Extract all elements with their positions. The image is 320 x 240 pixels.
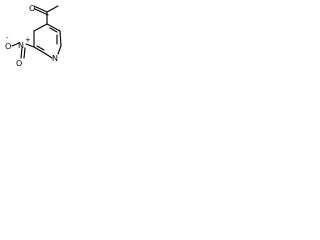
nitro-oxygen-bottom-label: O <box>16 59 22 68</box>
molecule-structure-diagram: O N + O - O N <box>5 4 62 68</box>
bond-ring-to-nitro <box>25 43 35 48</box>
ring-bond-c4-c5 <box>46 23 61 32</box>
ring-bond-c2-c3 <box>33 46 47 55</box>
carbonyl-double-bond-right <box>34 8 49 16</box>
methyl-bond <box>46 5 59 13</box>
aromatic-inner-bond-1 <box>49 27 58 33</box>
ring-bond-c5-c6 <box>59 30 62 47</box>
molecule-canvas: O N + O - O N <box>0 0 82 82</box>
ring-bond-n1-c2 <box>45 53 53 59</box>
ring-bond-c6-n1 <box>57 45 62 55</box>
aromatic-inner-bond-3 <box>36 45 45 51</box>
carbonyl-oxygen-label: O <box>29 4 35 13</box>
nitro-n-o-bottom-1 <box>20 47 23 59</box>
nitro-oxygen-left-label: O <box>5 42 11 51</box>
ring-bond-c4-c3-inner <box>33 23 48 32</box>
nitro-n-o-left <box>11 42 20 47</box>
carbonyl-double-bond-left <box>33 5 48 13</box>
ring-nitrogen-label: N <box>52 54 58 63</box>
nitro-nitrogen-label: N <box>18 41 24 50</box>
oxygen-minus-charge: - <box>6 34 9 42</box>
nitro-n-o-bottom-2 <box>23 47 26 59</box>
nitrogen-plus-charge: + <box>25 36 31 44</box>
